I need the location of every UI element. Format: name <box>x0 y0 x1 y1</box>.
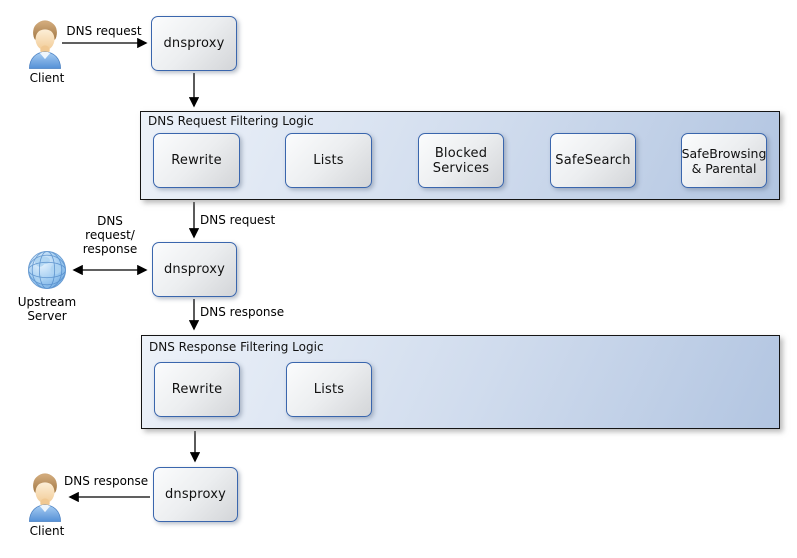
dnsproxy-node-mid: dnsproxy <box>152 242 237 297</box>
response-filtering-container <box>141 335 780 429</box>
filter-box-safebrowsing-parental: SafeBrowsing & Parental <box>681 133 767 188</box>
upstream-server-label: Upstream Server <box>17 295 77 323</box>
edge-label-dns-request-mid: DNS request <box>200 213 276 227</box>
dnsproxy-node-bottom: dnsproxy <box>153 467 238 522</box>
edge-label-dns-response-mid: DNS response <box>200 305 285 319</box>
filter-box-safesearch: SafeSearch <box>550 133 636 188</box>
edge-label-dns-response-bottom: DNS response <box>64 474 149 488</box>
person-icon <box>28 19 62 73</box>
filter-box-lists-request: Lists <box>285 133 372 188</box>
request-filtering-title: DNS Request Filtering Logic <box>148 114 314 128</box>
filter-box-lists-response: Lists <box>286 362 372 417</box>
client-label-bottom: Client <box>29 524 65 538</box>
filter-box-rewrite-response: Rewrite <box>154 362 240 417</box>
filter-box-blocked-services: Blocked Services <box>418 133 504 188</box>
client-label-top: Client <box>29 71 65 85</box>
person-icon <box>28 472 62 526</box>
globe-icon <box>26 249 68 295</box>
edge-label-upstream-link: DNS request/ response <box>82 214 138 256</box>
dnsproxy-node-top: dnsproxy <box>151 16 237 71</box>
filter-box-rewrite-request: Rewrite <box>153 133 240 188</box>
response-filtering-title: DNS Response Filtering Logic <box>149 340 324 354</box>
edge-label-dns-request-top: DNS request <box>66 24 142 38</box>
